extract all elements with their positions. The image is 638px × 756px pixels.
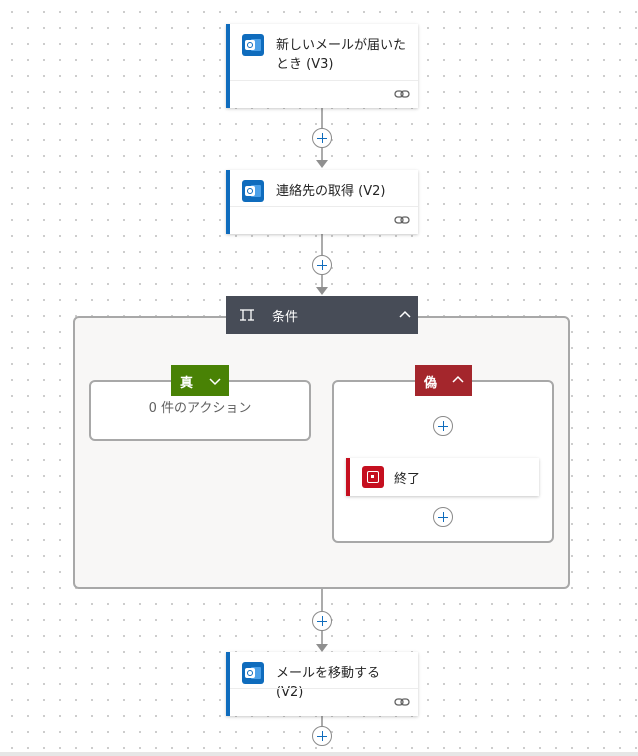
chevron-down-icon[interactable] <box>208 376 222 386</box>
horizontal-scrollbar[interactable] <box>0 752 638 756</box>
card-divider <box>230 688 418 689</box>
trigger-title: 新しいメールが届いたとき (V3) <box>276 38 407 72</box>
terminate-title: 終了 <box>394 472 421 487</box>
true-branch-label: 真 <box>180 376 194 391</box>
condition-title: 条件 <box>272 310 299 325</box>
condition-header[interactable]: 条件 <box>226 296 418 334</box>
false-branch-label: 偽 <box>424 376 438 391</box>
add-action-button[interactable] <box>312 611 332 631</box>
action-card-move-email[interactable]: メールを移動する (V2) <box>226 652 418 716</box>
chevron-up-icon[interactable] <box>398 310 412 320</box>
true-branch-header[interactable]: 真 <box>171 365 229 396</box>
terminate-icon <box>362 466 384 488</box>
outlook-icon <box>242 34 264 56</box>
action-card-get-contact[interactable]: 連絡先の取得 (V2) <box>226 170 418 234</box>
true-branch-empty-text: 0 件のアクション <box>148 401 252 416</box>
outlook-icon <box>242 662 264 684</box>
get-contact-title: 連絡先の取得 (V2) <box>276 184 386 199</box>
condition-icon <box>240 309 254 321</box>
add-action-button[interactable] <box>312 128 332 148</box>
chevron-up-icon[interactable] <box>451 375 465 385</box>
false-branch-header[interactable]: 偽 <box>415 365 472 396</box>
outlook-icon <box>242 180 264 202</box>
link-icon[interactable] <box>394 88 410 100</box>
move-email-title: メールを移動する (V2) <box>276 666 381 700</box>
link-icon[interactable] <box>394 214 410 226</box>
action-card-terminate[interactable]: 終了 <box>346 458 539 496</box>
add-action-button[interactable] <box>312 726 332 746</box>
link-icon[interactable] <box>394 696 410 708</box>
card-divider <box>230 80 418 81</box>
card-divider <box>230 206 418 207</box>
add-action-button[interactable] <box>433 507 453 527</box>
add-action-button[interactable] <box>433 416 453 436</box>
trigger-card-new-email[interactable]: 新しいメールが届いたとき (V3) <box>226 24 418 108</box>
add-action-button[interactable] <box>312 255 332 275</box>
